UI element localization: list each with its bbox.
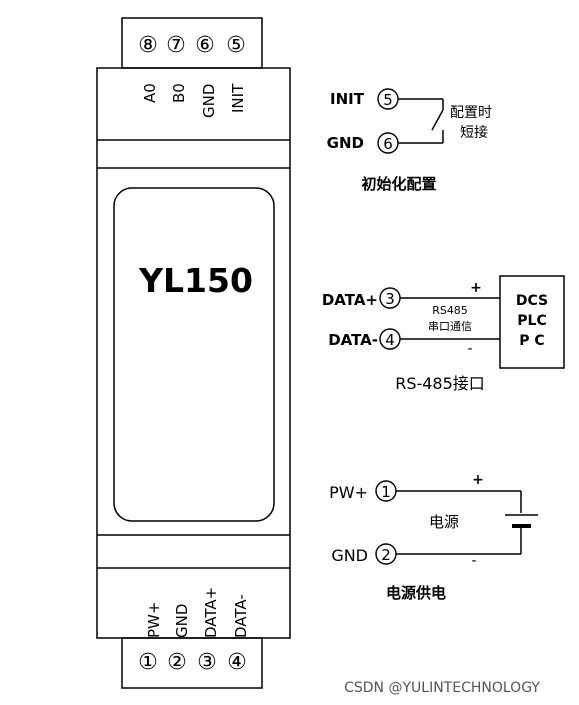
pw-plus-pin-number: 1 [381, 483, 391, 501]
power-wires [396, 490, 522, 555]
rs485-wires [400, 297, 500, 340]
terminal-3-number: ③ [197, 650, 217, 675]
init-note-line1: 配置时 [450, 105, 492, 121]
terminal-5-number: ⑤ [226, 33, 246, 58]
init-switch [398, 98, 444, 144]
data-minus-pin-number: 4 [385, 331, 395, 349]
power-section: PW+ 1 GND 2 + - 电源 电源供电 [329, 472, 538, 602]
top-terminal-labels: A0 B0 GND INIT [141, 83, 247, 118]
init-pin-number: 5 [383, 91, 393, 109]
device-module [96, 17, 291, 689]
init-config-caption: 初始化配置 [361, 175, 436, 193]
terminal-pw-plus-label: PW+ [145, 602, 163, 638]
front-panel [113, 187, 275, 522]
terminal-6-number: ⑥ [195, 33, 215, 58]
bottom-connector-block [121, 637, 263, 689]
terminal-2-number: ② [167, 650, 187, 675]
bottom-terminal-numbers: ① ② ③ ④ [138, 650, 247, 675]
model-label: YL150 [138, 261, 253, 300]
gnd-power-pin-number: 2 [381, 546, 391, 564]
rs485-mid-line2: 串口通信 [428, 320, 472, 333]
terminal-data-plus-label: DATA+ [202, 587, 220, 638]
terminal-gnd-bottom-label: GND [173, 604, 191, 638]
gnd-power-pin-label: GND [331, 546, 368, 565]
controller-box [499, 275, 565, 369]
rs485-minus-sign: - [467, 341, 472, 357]
terminal-4-number: ④ [227, 650, 247, 675]
terminal-1-number: ① [138, 650, 158, 675]
terminal-b0-label: B0 [170, 83, 188, 103]
terminal-a0-label: A0 [141, 83, 159, 103]
terminal-gnd-label: GND [200, 84, 218, 118]
gnd-init-pin-number: 6 [383, 135, 393, 153]
init-note-line2: 短接 [460, 124, 488, 141]
terminal-7-number: ⑦ [166, 33, 186, 58]
init-config-section: INIT 5 GND 6 配置时 短接 初始化配置 [327, 88, 492, 193]
watermark: CSDN @YULINTECHNOLOGY [344, 680, 540, 696]
data-minus-pin-label: DATA- [328, 331, 378, 349]
rs485-caption: RS-485接口 [395, 374, 485, 393]
data-plus-pin-label: DATA+ [322, 291, 378, 309]
power-plus-sign: + [472, 472, 484, 488]
pw-plus-pin-label: PW+ [329, 483, 368, 502]
terminal-data-minus-label: DATA- [232, 594, 250, 638]
controller-box-line1: DCS [516, 293, 548, 309]
rs485-section: DATA+ 3 DATA- 4 + - RS485 串口通信 DCS PLC P… [322, 275, 565, 393]
controller-box-line2: PLC [517, 313, 546, 329]
rs485-plus-sign: + [470, 280, 482, 296]
gnd-init-pin-label: GND [327, 134, 364, 152]
battery-icon [505, 514, 538, 528]
power-caption: 电源供电 [386, 584, 446, 602]
power-minus-sign: - [471, 553, 476, 569]
terminal-8-number: ⑧ [138, 33, 158, 58]
terminal-init-label: INIT [229, 83, 247, 113]
bottom-terminal-labels: PW+ GND DATA+ DATA- [145, 587, 250, 638]
data-plus-pin-number: 3 [385, 290, 395, 308]
rs485-mid-line1: RS485 [432, 304, 468, 317]
init-pin-label: INIT [330, 90, 365, 108]
top-terminal-numbers: ⑧ ⑦ ⑥ ⑤ [138, 33, 246, 58]
device-body [96, 67, 291, 639]
power-center-label: 电源 [429, 513, 459, 531]
controller-box-line3: P C [519, 333, 544, 349]
